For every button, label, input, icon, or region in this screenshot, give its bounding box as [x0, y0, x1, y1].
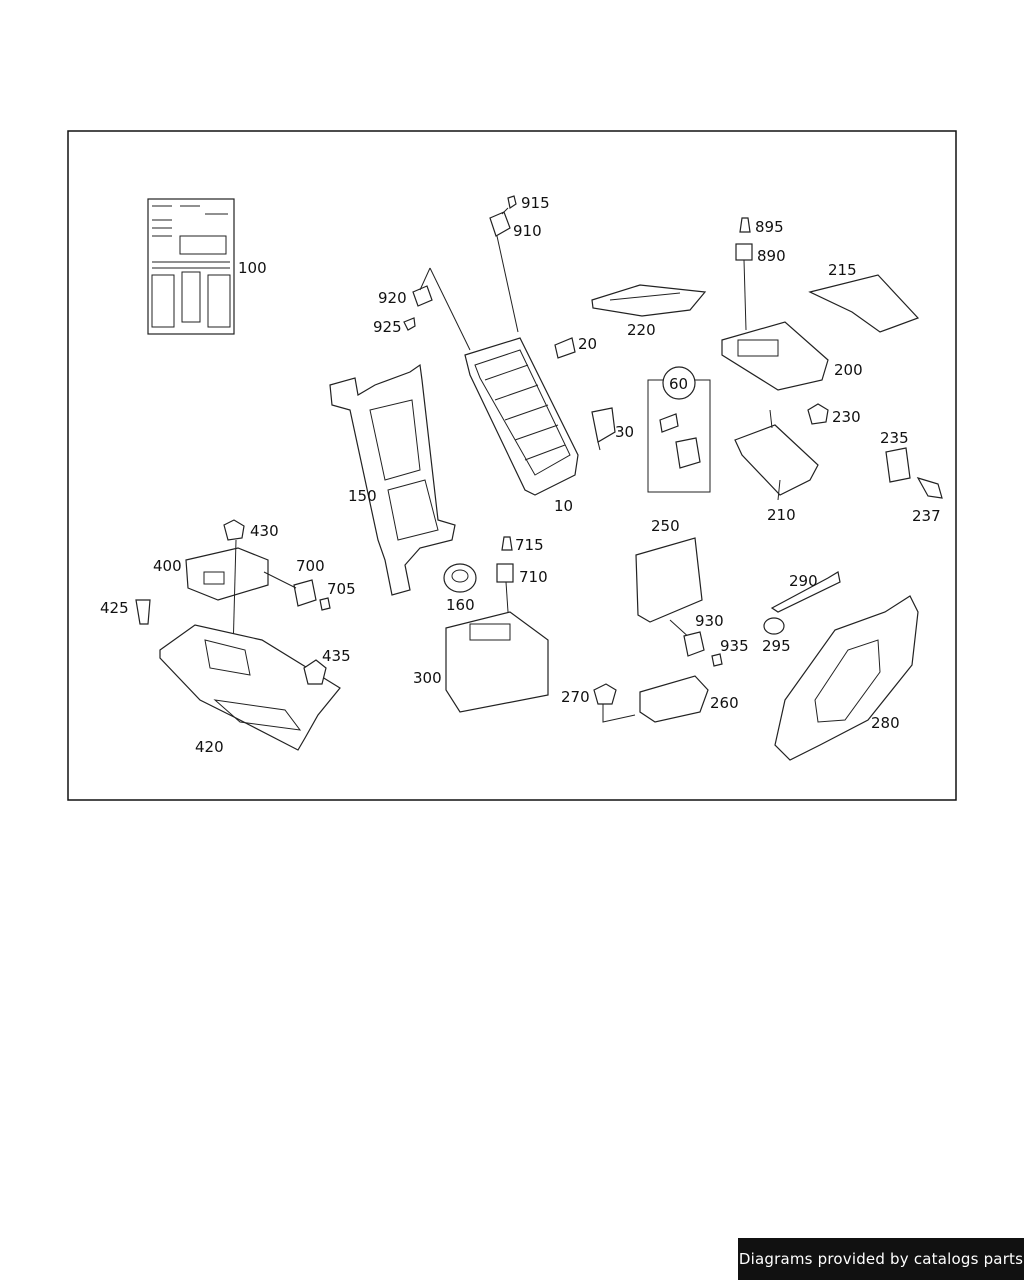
label-425: 425 — [100, 599, 129, 617]
part-290-strap[interactable] — [770, 571, 841, 613]
part-215-pad[interactable] — [808, 274, 920, 333]
part-100-label-sheet[interactable] — [147, 198, 235, 335]
label-705: 705 — [327, 580, 356, 598]
part-300-control-unit[interactable] — [445, 611, 549, 713]
label-890: 890 — [757, 247, 786, 265]
label-230: 230 — [832, 408, 861, 426]
part-895-pin[interactable] — [739, 217, 751, 233]
part-710-connector[interactable] — [496, 563, 514, 583]
label-295: 295 — [762, 637, 791, 655]
part-270-nut[interactable] — [593, 683, 617, 705]
part-935-pin[interactable] — [711, 653, 723, 667]
label-237: 237 — [912, 507, 941, 525]
label-235: 235 — [880, 429, 909, 447]
label-260: 260 — [710, 694, 739, 712]
label-915: 915 — [521, 194, 550, 212]
diagram-frame — [67, 130, 957, 801]
label-700: 700 — [296, 557, 325, 575]
part-160-grommet[interactable] — [443, 563, 477, 593]
label-920: 920 — [378, 289, 407, 307]
label-280: 280 — [871, 714, 900, 732]
part-230-nut[interactable] — [807, 403, 829, 425]
label-400: 400 — [153, 557, 182, 575]
part-930-connector[interactable] — [683, 631, 705, 657]
label-935: 935 — [720, 637, 749, 655]
part-235-clip[interactable] — [885, 447, 911, 483]
label-160: 160 — [446, 596, 475, 614]
label-715: 715 — [515, 536, 544, 554]
label-250: 250 — [651, 517, 680, 535]
part-237-screw[interactable] — [916, 477, 943, 499]
part-20-clip[interactable] — [554, 337, 576, 359]
label-925: 925 — [373, 318, 402, 336]
part-150-bracket[interactable] — [329, 363, 456, 596]
label-290: 290 — [789, 572, 818, 590]
part-920-connector[interactable] — [412, 285, 433, 307]
part-430-nut[interactable] — [223, 519, 245, 541]
footer-credit-badge: Diagrams provided by catalogs parts — [738, 1238, 1024, 1280]
part-910-connector[interactable] — [489, 211, 511, 237]
label-420: 420 — [195, 738, 224, 756]
part-250-ecu[interactable] — [635, 537, 703, 623]
part-890-connector[interactable] — [735, 243, 753, 261]
label-20: 20 — [578, 335, 597, 353]
label-30: 30 — [615, 423, 634, 441]
label-100: 100 — [238, 259, 267, 277]
label-215: 215 — [828, 261, 857, 279]
label-430: 430 — [250, 522, 279, 540]
label-300: 300 — [413, 669, 442, 687]
label-200: 200 — [834, 361, 863, 379]
label-930: 930 — [695, 612, 724, 630]
label-270: 270 — [561, 688, 590, 706]
label-910: 910 — [513, 222, 542, 240]
part-220-cover[interactable] — [591, 284, 707, 317]
label-710: 710 — [519, 568, 548, 586]
part-210-tray[interactable] — [734, 409, 819, 501]
label-60: 60 — [669, 375, 688, 393]
part-700-connector[interactable] — [293, 579, 317, 607]
part-425-bolt[interactable] — [135, 599, 151, 625]
part-30-relay[interactable] — [591, 407, 616, 451]
part-715-pin[interactable] — [501, 536, 513, 551]
part-200-module[interactable] — [721, 321, 829, 391]
label-220: 220 — [627, 321, 656, 339]
part-60-relay-kit[interactable] — [647, 366, 711, 493]
part-420-bracket[interactable] — [159, 624, 341, 751]
part-400-module[interactable] — [185, 547, 269, 601]
part-925-pin[interactable] — [403, 317, 416, 331]
part-280-bracket[interactable] — [774, 595, 919, 761]
label-435: 435 — [322, 647, 351, 665]
label-10: 10 — [554, 497, 573, 515]
label-150: 150 — [348, 487, 377, 505]
part-915-pin[interactable] — [507, 195, 517, 209]
part-10-fuse-box[interactable] — [464, 337, 579, 496]
part-260-bracket[interactable] — [639, 675, 709, 723]
label-210: 210 — [767, 506, 796, 524]
label-895: 895 — [755, 218, 784, 236]
part-435-nut[interactable] — [303, 659, 327, 685]
part-295-grommet[interactable] — [763, 617, 785, 635]
part-705-pin[interactable] — [319, 597, 331, 611]
